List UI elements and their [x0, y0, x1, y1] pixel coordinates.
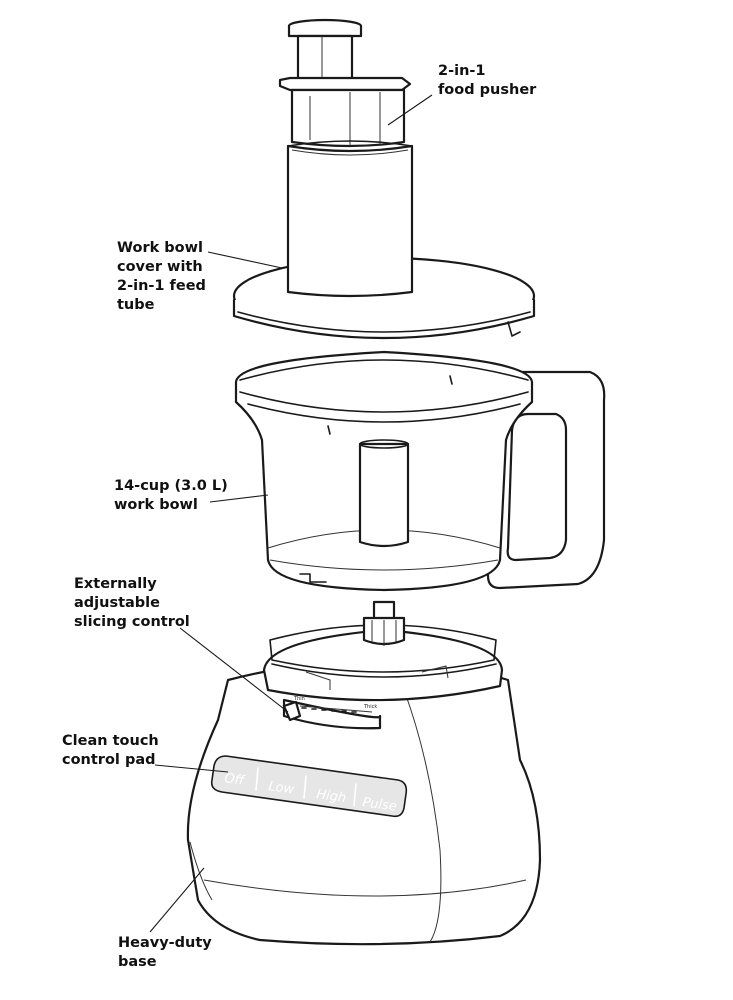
food-pusher — [278, 18, 412, 148]
leader-pad — [154, 764, 229, 773]
label-line: adjustable — [74, 595, 160, 611]
label-line: base — [118, 954, 157, 970]
label-line: 2-in-1 — [438, 63, 486, 79]
label-line: 2-in-1 feed — [117, 278, 206, 294]
pad-divider — [303, 775, 307, 799]
pad-button-off[interactable]: Off — [223, 771, 246, 789]
label-line: Work bowl — [117, 240, 203, 256]
label-cover: Work bowl cover with 2-in-1 feed tube — [117, 240, 211, 313]
label-line: 14-cup (3.0 L) — [114, 478, 228, 494]
label-line: Clean touch — [62, 733, 159, 749]
pad-button-high[interactable]: High — [315, 787, 347, 806]
leader-base — [149, 867, 205, 933]
work-bowl-cover — [232, 140, 536, 340]
label-line: tube — [117, 297, 155, 313]
leader-food-pusher — [387, 94, 433, 126]
label-line: food pusher — [438, 82, 537, 98]
label-line: slicing control — [74, 614, 190, 630]
leader-bowl — [209, 494, 269, 503]
label-slicing-control: Externally adjustable slicing control — [74, 576, 190, 630]
leader-cover — [207, 251, 283, 269]
label-line: work bowl — [114, 497, 198, 513]
pad-divider — [255, 767, 259, 791]
control-pad: Off Low High Pulse — [223, 767, 398, 815]
pad-button-low[interactable]: Low — [267, 779, 295, 797]
work-bowl — [234, 350, 606, 592]
label-base: Heavy-duty base — [118, 935, 217, 970]
pad-divider — [353, 783, 357, 807]
motor-base — [186, 600, 542, 946]
label-line: cover with — [117, 259, 203, 275]
label-food-pusher: 2-in-1 food pusher — [438, 63, 537, 98]
pad-button-pulse[interactable]: Pulse — [361, 795, 397, 815]
slicing-dial-thick-mark: Thick — [363, 704, 377, 710]
label-line: Externally — [74, 576, 157, 592]
slicing-dial-thin-mark: Thin — [293, 696, 305, 702]
label-control-pad: Clean touch control pad — [62, 733, 164, 768]
leader-slicing — [179, 627, 289, 713]
label-line: control pad — [62, 752, 156, 768]
label-bowl: 14-cup (3.0 L) work bowl — [114, 478, 233, 513]
label-line: Heavy-duty — [118, 935, 212, 951]
